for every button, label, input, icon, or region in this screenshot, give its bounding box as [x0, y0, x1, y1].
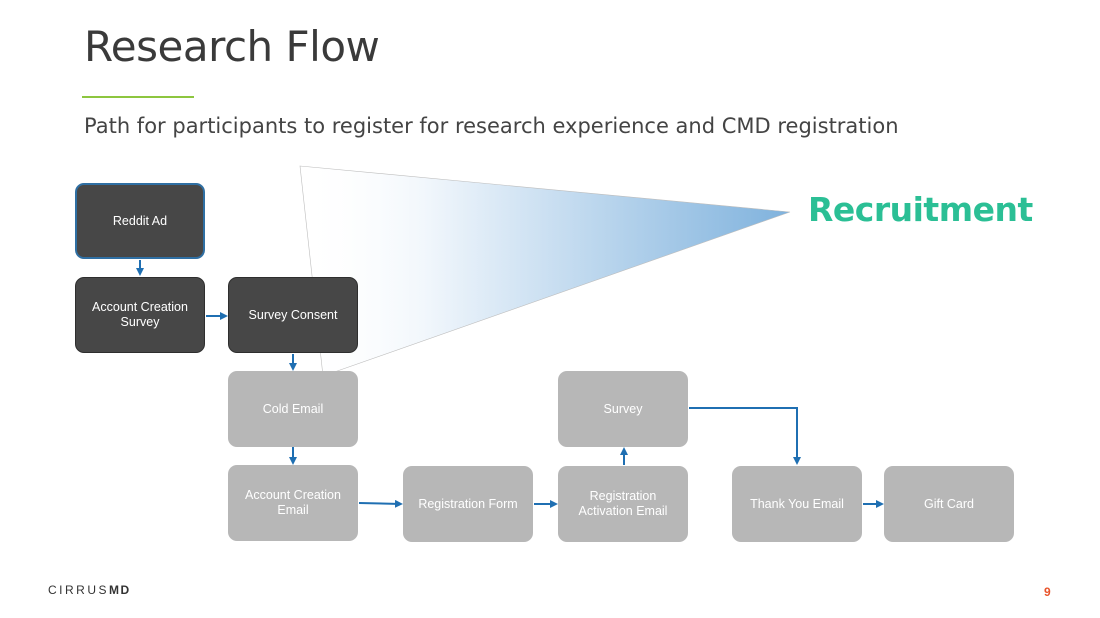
node-label: Gift Card — [923, 496, 974, 511]
edge-account-email-to-registration-form — [358, 499, 403, 508]
node-label: Account Creation Survey — [92, 300, 188, 329]
page-number: 9 — [1044, 585, 1051, 599]
cirrusmd-logo: CIRRUSMD — [48, 583, 131, 597]
node-thank-you-email: Thank You Email — [732, 466, 862, 542]
node-account-creation-email: Account Creation Email — [228, 465, 358, 541]
node-reddit-ad: Reddit Ad — [75, 183, 205, 259]
logo-bold-text: MD — [109, 583, 131, 597]
node-label: Cold Email — [262, 401, 324, 416]
node-registration-form: Registration Form — [403, 466, 533, 542]
recruitment-callout-label: Recruitment — [808, 190, 1033, 229]
edge-survey-to-thank-you-email — [689, 407, 801, 465]
node-label: Registration Activation Email — [578, 489, 668, 518]
node-survey-consent: Survey Consent — [228, 277, 358, 353]
title-underline — [82, 96, 194, 98]
node-label: Account Creation Email — [245, 488, 341, 517]
node-account-creation-survey: Account Creation Survey — [75, 277, 205, 353]
node-registration-activation-email: Registration Activation Email — [558, 466, 688, 542]
node-label: Survey — [603, 401, 643, 416]
node-survey: Survey — [558, 371, 688, 447]
node-label: Registration Form — [418, 496, 518, 511]
recruitment-callout-wedge — [299, 165, 791, 377]
slide-title: Research Flow — [84, 22, 380, 71]
node-label: Survey Consent — [248, 307, 338, 322]
slide-subtitle: Path for participants to register for re… — [84, 114, 899, 138]
node-gift-card: Gift Card — [884, 466, 1014, 542]
node-label: Reddit Ad — [112, 213, 168, 228]
logo-light-text: CIRRUS — [48, 583, 110, 597]
node-cold-email: Cold Email — [228, 371, 358, 447]
node-label: Thank You Email — [750, 496, 844, 511]
